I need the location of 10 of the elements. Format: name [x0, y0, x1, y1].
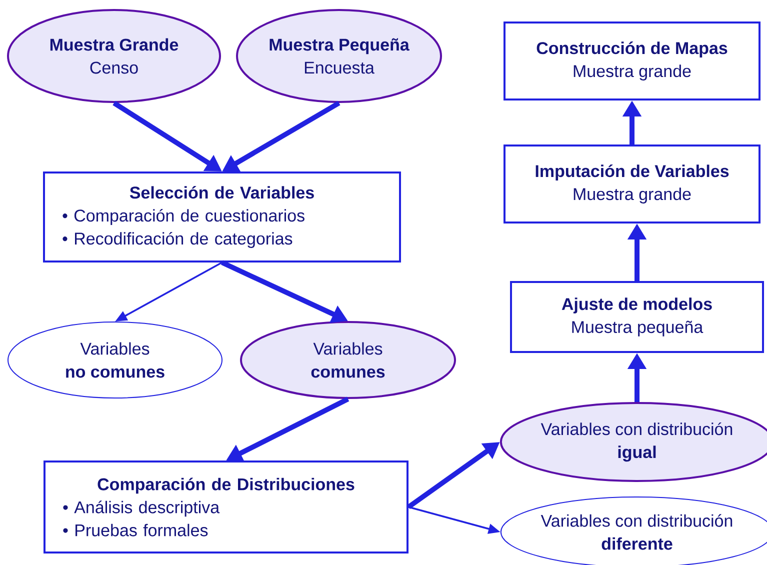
process-box: Selección de Variables • Comparación de cuestionarios • Recodificación de categorias [43, 172, 401, 262]
process-box: Imputación de Variables Muestra grande [504, 144, 760, 224]
ellipse-node: Variables comunes [240, 321, 456, 399]
process-box: Construcción de Mapas Muestra grande [504, 22, 760, 100]
ellipse-node: Muestra Pequeña Encuesta [236, 9, 442, 103]
ellipse-node: Variables no comunes [8, 322, 222, 398]
process-box: Ajuste de modelos Muestra pequeña [510, 281, 764, 353]
ellipse-node: Muestra Grande Censo [7, 9, 221, 103]
ellipse-node: Variables con distribución igual [500, 402, 767, 482]
process-box: Comparación de Distribuciones • Análisis descriptiva • Pruebas formales [44, 460, 408, 554]
